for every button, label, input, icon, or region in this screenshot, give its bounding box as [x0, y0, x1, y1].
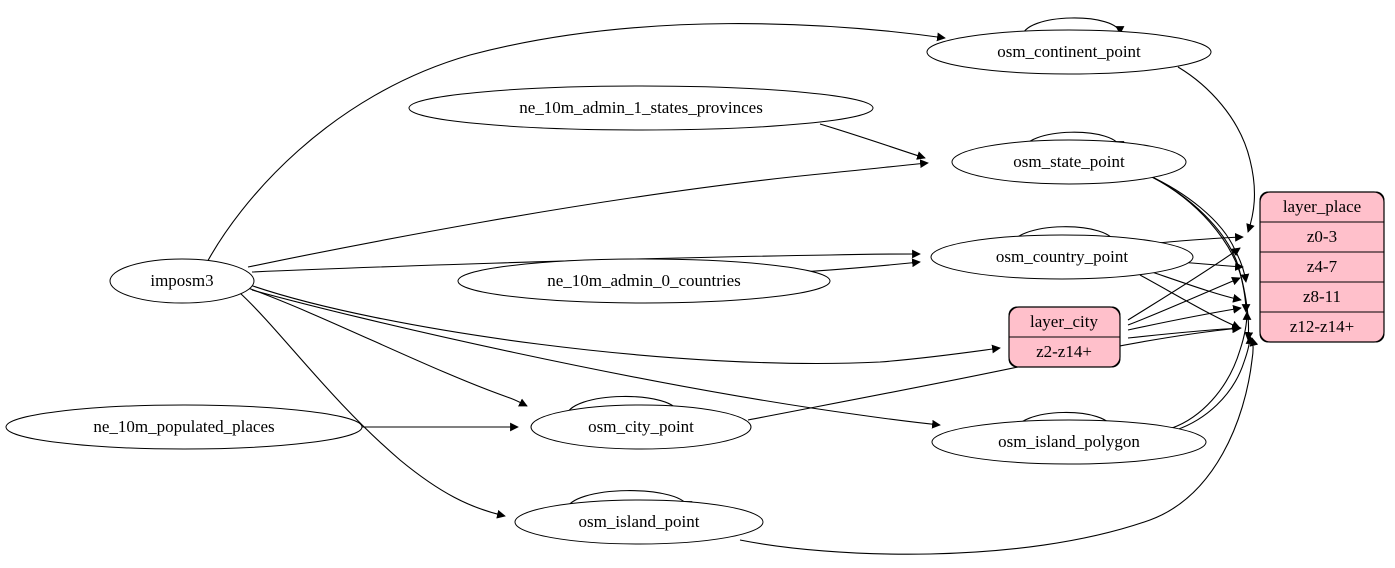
- edge-osm_continent_point-to-layer_place-z0-3: [1177, 66, 1255, 233]
- edge-imposm3-to-osm_island_polygon: [251, 289, 941, 429]
- edge-imposm3-to-osm_country_point: [251, 249, 921, 273]
- node-ne-10m-admin-0-countries[interactable]: ne_10m_admin_0_countries: [457, 258, 831, 304]
- edge-ne_admin1-to-osm_state_point: [819, 123, 926, 160]
- edge-osm_country_point-to-layer_place-z12-z14: [1139, 274, 1241, 330]
- edge-osm_country_point-to-layer_place-z8-11: [1151, 271, 1242, 303]
- layer-place-row-0-cell[interactable]: [1259, 221, 1385, 253]
- record-layer-place[interactable]: layer_place z0-3 z4-7 z8-11 z12-z14+: [1259, 191, 1385, 343]
- layer-place-row-2-cell[interactable]: [1259, 281, 1385, 313]
- edge-imposm3-to-osm_continent_point: [204, 23, 946, 267]
- node-ne-admin1-label: ne_10m_admin_1_states_provinces: [519, 98, 763, 117]
- node-imposm3-label: imposm3: [150, 271, 213, 290]
- self-loop-osm_continent_point: [1021, 17, 1125, 39]
- layer-place-row-3-label: z12-z14+: [1290, 317, 1354, 336]
- node-osm-state-point[interactable]: osm_state_point: [951, 139, 1187, 185]
- edge-osm_island_point-to-layer_place-z12-z14: [739, 337, 1259, 555]
- edge-osm_island_polygon-to-layer_place-z8-11: [1171, 311, 1252, 429]
- node-osm-island-point-label: osm_island_point: [579, 512, 700, 531]
- node-osm-city-point[interactable]: osm_city_point: [530, 404, 752, 450]
- node-ne-populated-label: ne_10m_populated_places: [93, 417, 274, 436]
- layer-city-row-0-label: z2-z14+: [1036, 342, 1092, 361]
- edge-osm_country_point-to-layer_place-z0-3: [1157, 232, 1244, 244]
- layer-place-row-1-label: z4-7: [1307, 257, 1338, 276]
- edge-imposm3-to-osm_island_point: [239, 292, 506, 519]
- layer-city-border: [1008, 306, 1121, 368]
- layer-place-row-0-label: z0-3: [1307, 227, 1337, 246]
- edge-osm_city_point-to-layer_place-z12-z14: [747, 324, 1241, 421]
- edge-imposm3-to-layer_city-z2: [249, 284, 1001, 365]
- edge-layer_city-to-layer_place-z4-7: [1127, 277, 1241, 326]
- edge-imposm3-to-osm_city_point: [247, 287, 528, 407]
- node-osm-continent-point-label: osm_continent_point: [997, 42, 1141, 61]
- node-osm-island-polygon[interactable]: osm_island_polygon: [931, 419, 1207, 465]
- node-ne-10m-populated-places[interactable]: ne_10m_populated_places: [5, 404, 363, 450]
- node-osm-island-point[interactable]: osm_island_point: [514, 499, 764, 545]
- layer-place-row-2-label: z8-11: [1303, 287, 1341, 306]
- node-ne-admin0-label: ne_10m_admin_0_countries: [547, 271, 741, 290]
- layer-place-title: layer_place: [1283, 197, 1361, 216]
- edge-imposm3-to-osm_state_point: [247, 159, 929, 268]
- edge-osm_island_polygon-to-layer_place-z12-z14: [1175, 335, 1255, 431]
- node-osm-continent-point[interactable]: osm_continent_point: [926, 29, 1212, 75]
- edge-osm_state_point-to-layer_place-z4-7: [1147, 174, 1250, 283]
- node-osm-city-point-label: osm_city_point: [588, 417, 694, 436]
- node-osm-country-point[interactable]: osm_country_point: [930, 234, 1194, 280]
- layer-city-title: layer_city: [1030, 312, 1098, 331]
- node-osm-state-point-label: osm_state_point: [1013, 152, 1125, 171]
- node-osm-country-point-label: osm_country_point: [996, 247, 1128, 266]
- layer-place-border: [1259, 191, 1385, 343]
- node-ne-10m-admin-1-states-provinces[interactable]: ne_10m_admin_1_states_provinces: [408, 85, 874, 131]
- edge-layer_city-to-layer_place-z0-3: [1127, 247, 1241, 321]
- record-layer-city[interactable]: layer_city z2-z14+: [1008, 306, 1121, 368]
- node-osm-island-polygon-label: osm_island_polygon: [998, 432, 1140, 451]
- edge-layer_city-to-layer_place-z8-11: [1127, 304, 1242, 331]
- edge-ne_admin0-to-osm_country_point: [799, 258, 921, 273]
- node-imposm3[interactable]: imposm3: [109, 258, 255, 304]
